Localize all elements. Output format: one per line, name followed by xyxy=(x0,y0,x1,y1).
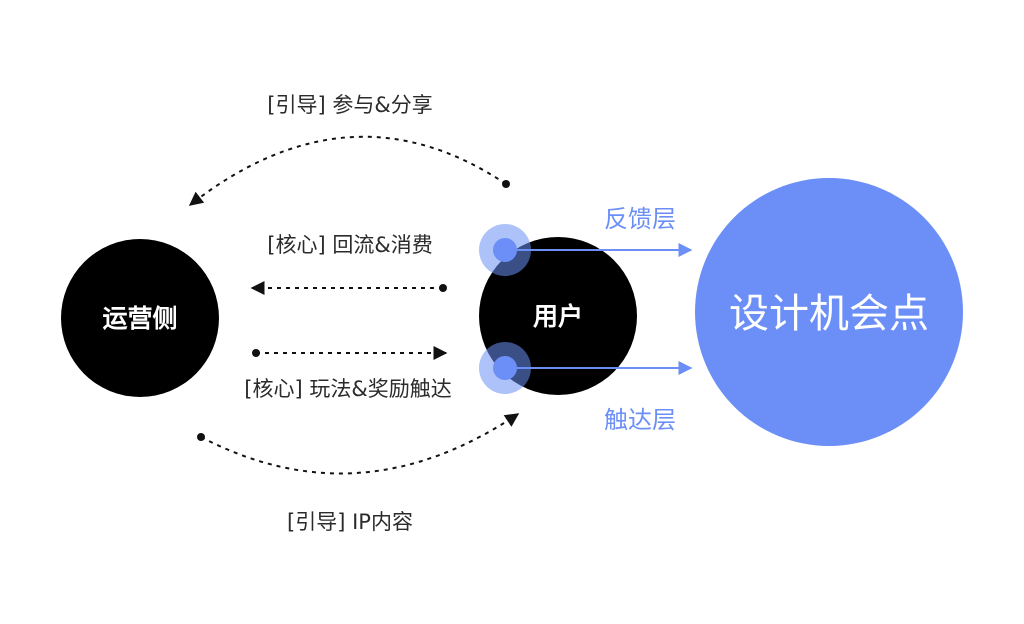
label-return-consume: [核心] 回流&消费 xyxy=(267,233,432,257)
node-user-label: 用户 xyxy=(533,302,583,331)
arrow-play-reward-dot xyxy=(252,349,260,357)
label-feedback-layer: 反馈层 xyxy=(604,205,676,233)
node-operator xyxy=(61,239,219,397)
node-design-point-label: 设计机会点 xyxy=(729,291,929,337)
label-reach-layer: 触达层 xyxy=(604,406,676,434)
arc-guide-share-start-dot xyxy=(502,180,510,188)
node-design-point xyxy=(695,178,963,446)
node-operator-label: 运营侧 xyxy=(102,304,177,333)
label-guide-share: [引导] 参与&分享 xyxy=(267,93,432,117)
arrow-return-consume-dot xyxy=(439,284,447,292)
arc-guide-ip-start-dot xyxy=(197,433,205,441)
arc-guide-ip xyxy=(200,413,520,475)
label-play-reward: [核心] 玩法&奖励触达 xyxy=(244,377,451,401)
label-guide-ip: [引导] IP内容 xyxy=(287,510,413,534)
arc-guide-share xyxy=(188,135,507,206)
